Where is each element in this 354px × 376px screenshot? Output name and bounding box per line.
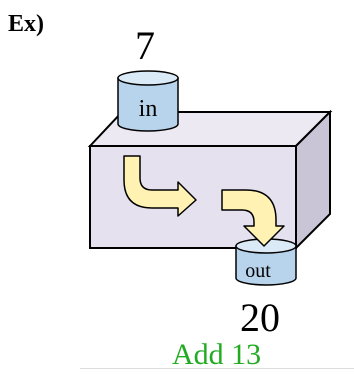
- output-cylinder: out: [236, 239, 296, 285]
- example-label: Ex): [8, 12, 44, 36]
- input-value: 7: [135, 26, 155, 66]
- footer-divider: [80, 368, 354, 369]
- operation-caption: Add 13: [172, 340, 261, 370]
- output-value: 20: [240, 298, 280, 338]
- input-label: in: [139, 96, 158, 122]
- input-cylinder: in: [118, 71, 178, 131]
- output-label: out: [245, 260, 271, 282]
